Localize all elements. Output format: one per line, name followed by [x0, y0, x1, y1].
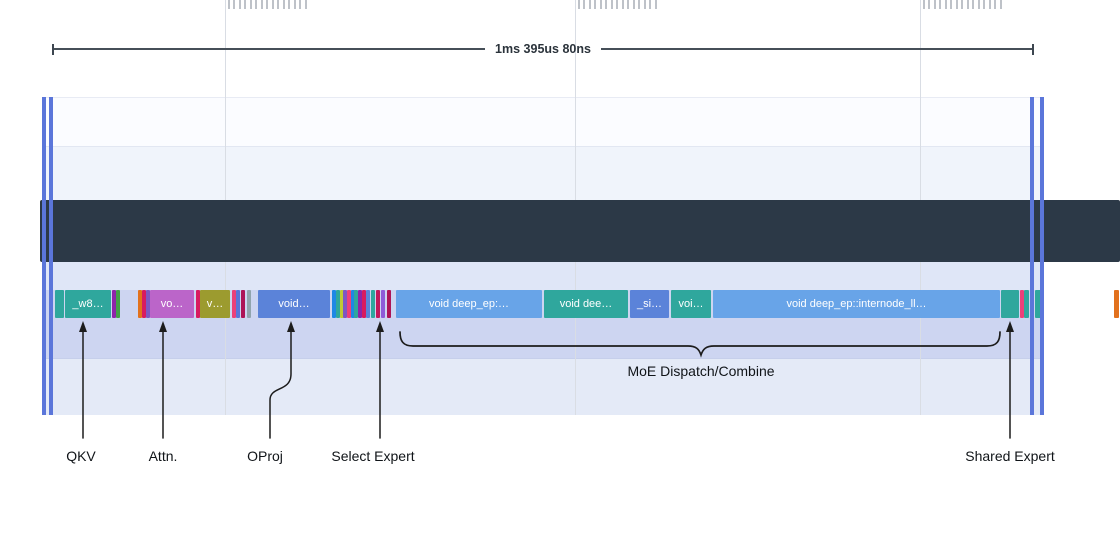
- moe-dispatch-combine-label: MoE Dispatch/Combine: [627, 363, 775, 379]
- measurement-line-right: [600, 48, 1032, 50]
- timeline-marker-left-inner[interactable]: [49, 97, 53, 415]
- trace-slice[interactable]: [142, 290, 146, 318]
- select-expert-label: Select Expert: [331, 448, 415, 464]
- trace-slice[interactable]: [354, 290, 358, 318]
- trace-slice[interactable]: [241, 290, 245, 318]
- trace-slice[interactable]: [55, 290, 64, 318]
- track-band-second: [42, 147, 1044, 200]
- kernel-track[interactable]: _w8… vo…v… void… void deep_ep:…void dee…_si…: [0, 290, 1120, 318]
- trace-slice[interactable]: [387, 290, 391, 318]
- track-band-below-kernels: [42, 318, 1044, 358]
- truncated-timestamp: [228, 0, 310, 9]
- trace-slice[interactable]: [232, 290, 236, 318]
- trace-slice[interactable]: [247, 290, 251, 318]
- trace-slice[interactable]: v…: [200, 290, 230, 318]
- track-band-above-kernels: [42, 262, 1044, 290]
- trace-slice[interactable]: [362, 290, 366, 318]
- trace-slice[interactable]: [236, 290, 240, 318]
- collapsed-track-band[interactable]: [40, 200, 1120, 262]
- trace-slice[interactable]: [358, 290, 362, 318]
- measurement-line-left: [54, 48, 486, 50]
- duration-measurement[interactable]: 1ms 395us 80ns: [52, 41, 1034, 57]
- measurement-right-cap: [1032, 43, 1034, 55]
- trace-slice[interactable]: [1035, 290, 1043, 318]
- trace-slice[interactable]: [343, 290, 347, 318]
- trace-slice[interactable]: [146, 290, 150, 318]
- trace-slice[interactable]: [340, 290, 344, 318]
- attn-label: Attn.: [148, 448, 178, 464]
- trace-slice[interactable]: [196, 290, 200, 318]
- oproj-label: OProj: [247, 448, 283, 464]
- truncated-timestamp: [578, 0, 660, 9]
- trace-slice[interactable]: [112, 290, 116, 318]
- trace-slice[interactable]: [116, 290, 120, 318]
- trace-slice[interactable]: [138, 290, 142, 318]
- trace-slice[interactable]: [381, 290, 385, 318]
- trace-slice[interactable]: void deep_ep:…: [396, 290, 542, 318]
- qkv-label: QKV: [66, 448, 96, 464]
- trace-slice[interactable]: [1114, 290, 1119, 318]
- trace-slice[interactable]: [1024, 290, 1029, 318]
- timeline-marker-right-inner[interactable]: [1030, 97, 1034, 415]
- track-band-top: [42, 97, 1044, 147]
- timeline-marker-right-outer[interactable]: [1040, 97, 1044, 415]
- shared-expert-label: Shared Expert: [965, 448, 1055, 464]
- trace-slice[interactable]: [376, 290, 380, 318]
- trace-slice[interactable]: _si…: [630, 290, 669, 318]
- trace-slice[interactable]: [1020, 290, 1024, 318]
- trace-slice[interactable]: [366, 290, 370, 318]
- trace-slice[interactable]: voi…: [671, 290, 711, 318]
- measurement-left-cap: [52, 43, 54, 55]
- trace-slice[interactable]: [371, 290, 375, 318]
- trace-slice[interactable]: void dee…: [544, 290, 628, 318]
- duration-label: 1ms 395us 80ns: [495, 42, 591, 56]
- trace-slice[interactable]: [347, 290, 351, 318]
- trace-slice[interactable]: [351, 290, 355, 318]
- truncated-timestamp: [923, 0, 1005, 9]
- trace-slice[interactable]: [336, 290, 340, 318]
- track-band-bottom: [42, 358, 1044, 415]
- trace-slice[interactable]: vo…: [150, 290, 194, 318]
- timeline-marker-left-outer[interactable]: [42, 97, 46, 415]
- trace-slice[interactable]: void…: [258, 290, 330, 318]
- trace-slice[interactable]: void deep_ep::internode_ll…: [713, 290, 1000, 318]
- trace-slice[interactable]: [1001, 290, 1019, 318]
- trace-slice[interactable]: [332, 290, 336, 318]
- trace-slice[interactable]: _w8…: [65, 290, 111, 318]
